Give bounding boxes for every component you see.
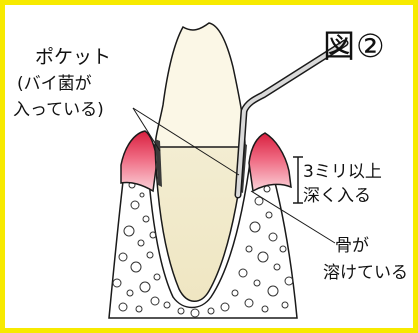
bone-label-line2: 溶けている — [323, 263, 408, 283]
pocket-label-line1: ポケット — [35, 46, 112, 68]
depth-label-line2: 深く入る — [303, 186, 371, 206]
gum-left — [120, 130, 158, 193]
tooth-root — [154, 144, 246, 302]
gum-right — [248, 132, 292, 193]
bone-texture — [112, 181, 294, 318]
periodontal-pocket-illustration — [108, 22, 349, 319]
pocket-label-line2: (バイ菌が — [17, 74, 92, 94]
bone-label-line1: 骨が — [335, 236, 369, 256]
pocket-groove-left — [155, 139, 162, 187]
pocket-leader-left — [132, 107, 161, 152]
bone-mass — [108, 146, 298, 319]
pocket-label-line3: 入っている) — [13, 100, 104, 120]
depth-label-line1: 3ミリ以上 — [303, 162, 382, 182]
tooth-crown — [154, 22, 246, 148]
bone-leader — [250, 190, 336, 244]
periodontal-probe-icon — [234, 39, 349, 199]
figure-label: 図② — [323, 27, 386, 65]
pocket-leader-right — [132, 107, 240, 176]
depth-bracket — [293, 156, 303, 204]
